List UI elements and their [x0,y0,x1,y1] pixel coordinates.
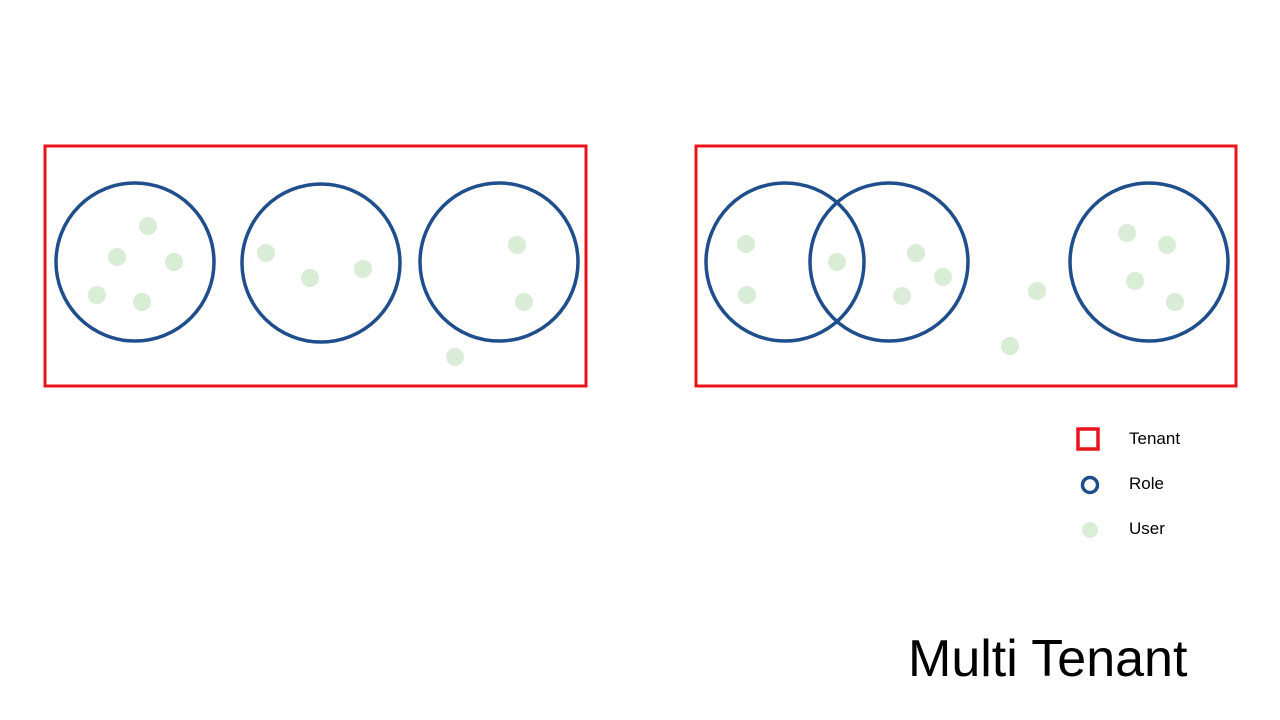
user-dot [165,253,183,271]
user-dot [907,244,925,262]
role-circle [240,182,402,344]
tenant-box [694,144,1238,388]
role-circle [704,181,866,343]
legend-tenant-label: Tenant [1129,429,1180,448]
user-dot [257,244,275,262]
user-legend-icon [1082,522,1098,538]
user-dot [1158,236,1176,254]
user-dot [88,286,106,304]
user-dot [737,235,755,253]
user-dot [515,293,533,311]
user-dot-unassigned [446,348,464,366]
role-circle [54,181,216,343]
tenant-2 [694,144,1238,388]
role-legend-icon [1080,475,1100,495]
user-dot [301,269,319,287]
user-dot-unassigned [1028,282,1046,300]
legend-role-label: Role [1129,474,1164,493]
role-circle [418,181,580,343]
tenant-1 [43,144,588,388]
role-circle [1068,181,1230,343]
user-dot [738,286,756,304]
user-dot [1118,224,1136,242]
legend-user-label: User [1129,519,1165,538]
user-dot [354,260,372,278]
tenant-legend-icon [1076,427,1100,451]
user-dot [508,236,526,254]
role-circle [808,181,970,343]
user-dot [934,268,952,286]
user-dot [108,248,126,266]
user-dot-unassigned [1001,337,1019,355]
user-dot [1126,272,1144,290]
page-title: Multi Tenant [908,630,1188,688]
user-dot [133,293,151,311]
user-dot-shared [828,253,846,271]
user-dot [1166,293,1184,311]
tenant-box [43,144,588,388]
user-dot [139,217,157,235]
user-dot [893,287,911,305]
legend: Tenant Role User [1076,427,1180,538]
